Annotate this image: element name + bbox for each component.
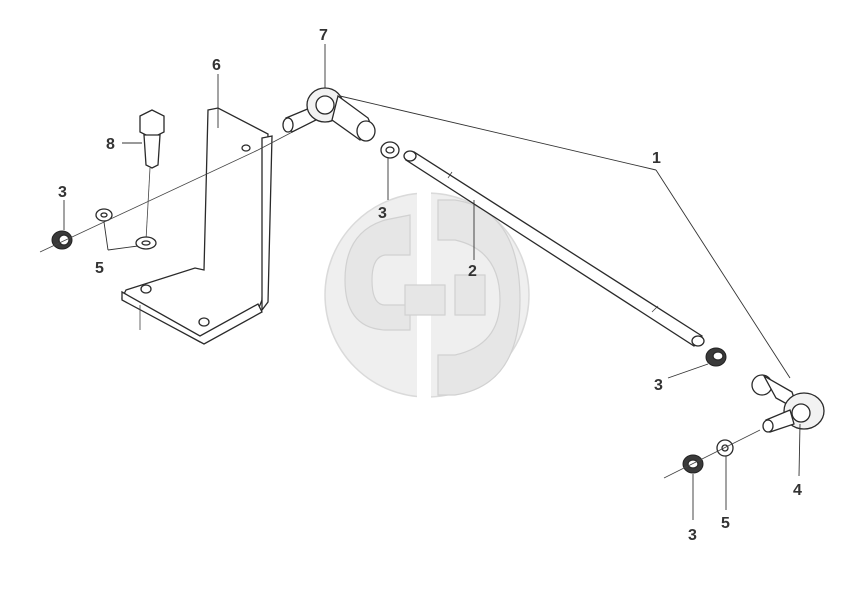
- callout-8: 8: [106, 136, 115, 153]
- callout-2: 2: [468, 263, 477, 280]
- washer-under-bracket: [135, 236, 157, 250]
- callout-4: 4: [793, 482, 802, 499]
- callout-1: 1: [652, 150, 661, 167]
- ball-joint-upper: [282, 87, 376, 142]
- company-logo-watermark: [324, 190, 530, 400]
- callout-3-rod-end: 3: [654, 377, 663, 394]
- washer-left: [95, 208, 113, 222]
- callout-5-lower-right: 5: [721, 515, 730, 532]
- callout-3-lower-right: 3: [688, 527, 697, 544]
- callout-5-left: 5: [95, 260, 104, 277]
- leader-lines: [63, 44, 801, 520]
- callout-3-upper: 3: [378, 205, 387, 222]
- nut-left: [51, 230, 73, 250]
- callout-7: 7: [319, 27, 328, 44]
- ball-joint-lower: [751, 374, 825, 433]
- nut-lower-rod: [705, 347, 727, 367]
- nut-lower-right: [682, 454, 704, 474]
- rod-part: [403, 150, 705, 347]
- nut-upper-rod: [380, 141, 400, 159]
- callout-3-left: 3: [58, 184, 67, 201]
- bolt-part: [139, 109, 165, 241]
- callout-6: 6: [212, 57, 221, 74]
- washer-lower-right: [716, 439, 734, 457]
- bracket-part: [121, 107, 273, 345]
